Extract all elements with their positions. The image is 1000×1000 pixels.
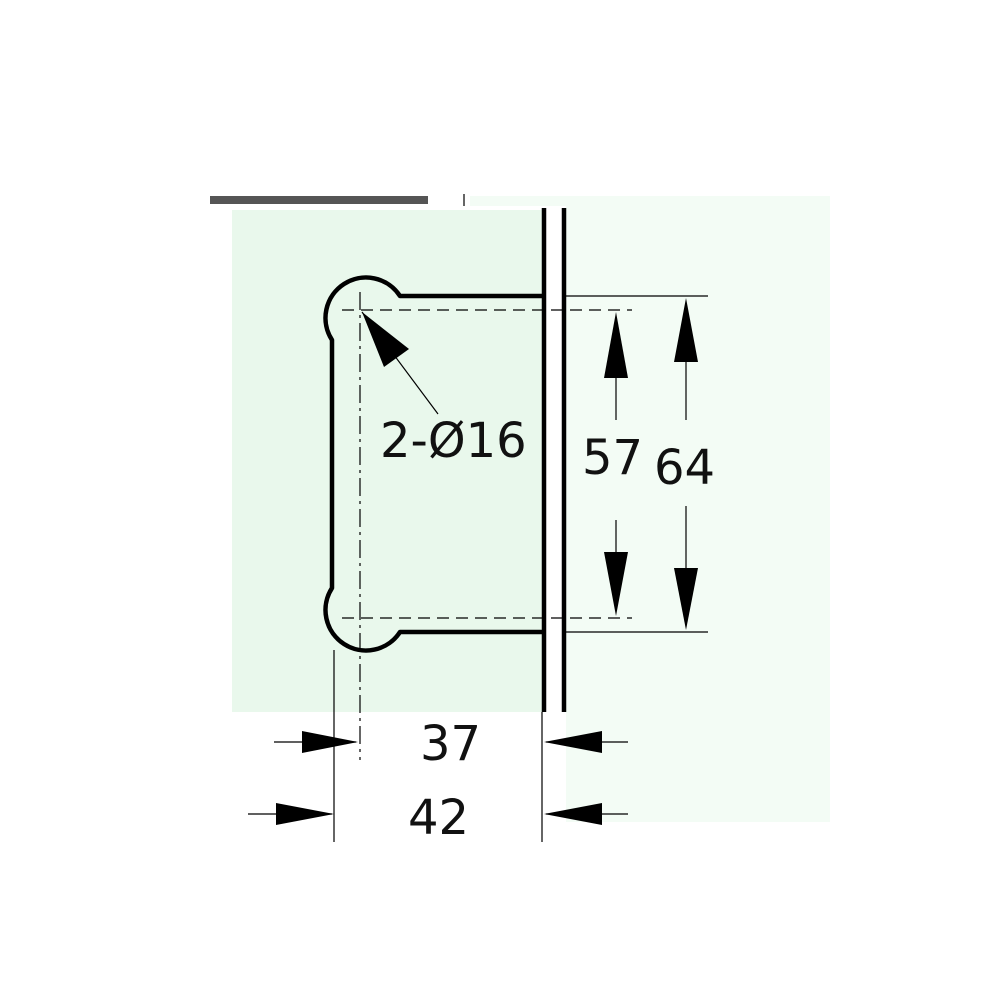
- arrowhead-57-bottom: [604, 552, 628, 616]
- dimension-label-64: 64: [654, 440, 715, 496]
- arrowhead-57-top: [604, 312, 628, 378]
- arrowhead-64-top: [674, 298, 698, 362]
- arrowhead-42-right: [544, 803, 602, 825]
- arrowhead-42-left: [276, 803, 334, 825]
- dimension-label-42: 42: [408, 790, 469, 846]
- dimension-label-57: 57: [582, 430, 643, 486]
- arrowhead-37-left: [302, 731, 358, 753]
- glass-panel-right: [566, 196, 830, 822]
- glass-panel-left: [232, 210, 544, 712]
- hole-callout-label: 2-Ø16: [380, 413, 527, 469]
- hinge-body-outline: [323, 275, 542, 653]
- arrowhead-64-bottom: [674, 568, 698, 630]
- dimension-label-37: 37: [420, 716, 481, 772]
- arrowhead-37-right: [544, 731, 602, 753]
- top-edge-bar: [210, 196, 428, 204]
- glass-panel-top-strip: [470, 196, 830, 206]
- hole-leader-arrowhead: [362, 312, 409, 367]
